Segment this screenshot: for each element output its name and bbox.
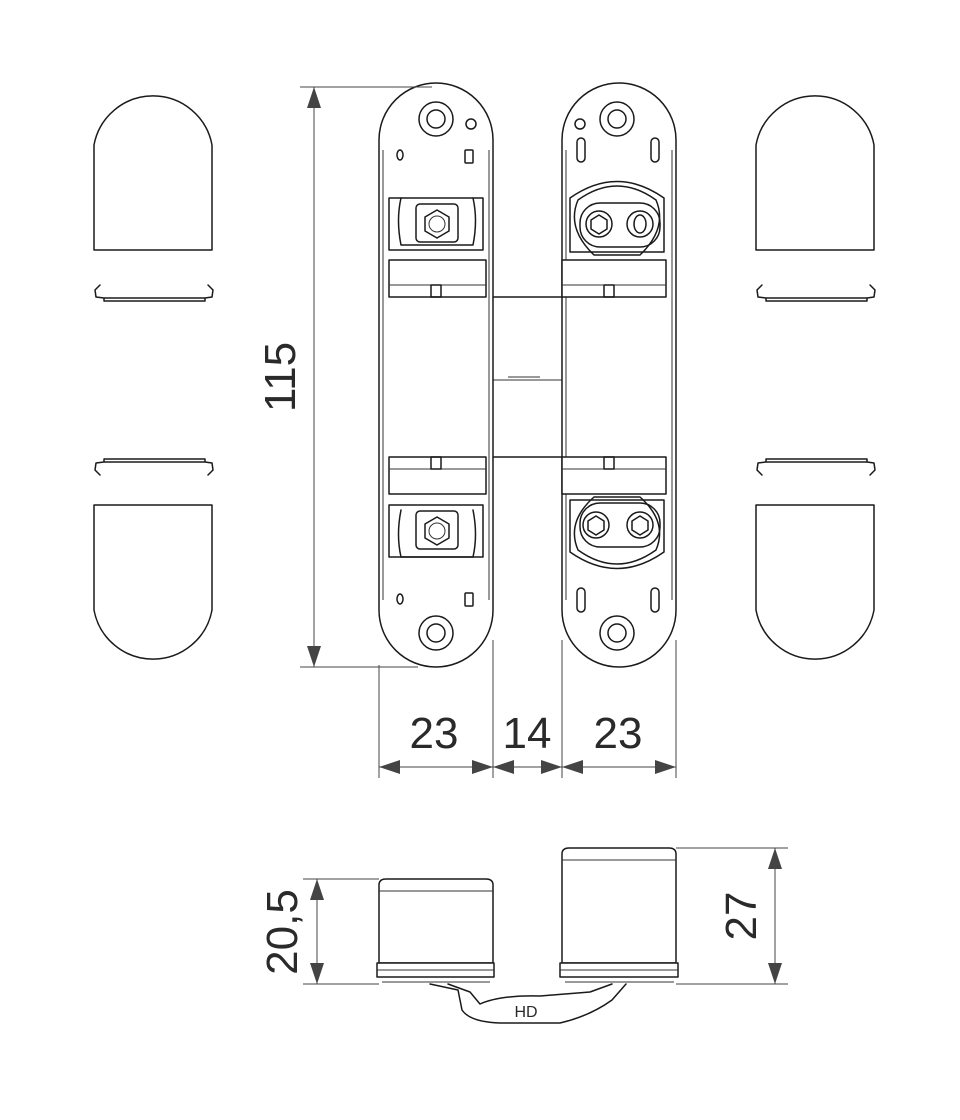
side-view-right-body [559,847,679,983]
hinge-marking-label: HD [514,1004,537,1021]
dimension-side-left-label: 20,5 [258,889,307,975]
cover-clip-bottom-left [94,458,214,476]
cover-cap-bottom-right [755,504,875,660]
dimension-width-gap-label: 14 [503,709,552,758]
dimension-side-left [303,878,379,985]
hinge-leaf-left [378,82,494,668]
cover-cap-bottom-left [93,504,213,660]
dimension-widths [378,640,677,778]
cover-clip-bottom-right [756,458,876,476]
cover-clip-top-right [756,284,876,302]
dimension-side-right [676,847,788,985]
cover-cap-top-left [93,95,213,251]
dimension-width-left-label: 23 [410,709,459,758]
side-view-left-body [376,878,495,983]
cover-cap-top-right [755,95,875,251]
dimension-height-label: 115 [256,342,305,412]
dimension-height [300,86,432,668]
dimension-width-right-label: 23 [594,709,643,758]
dimension-side-right-label: 27 [717,892,766,941]
side-view-bridge-arm [429,983,627,1024]
hinge-leaf-right [561,82,677,668]
cover-clip-top-left [94,284,214,302]
